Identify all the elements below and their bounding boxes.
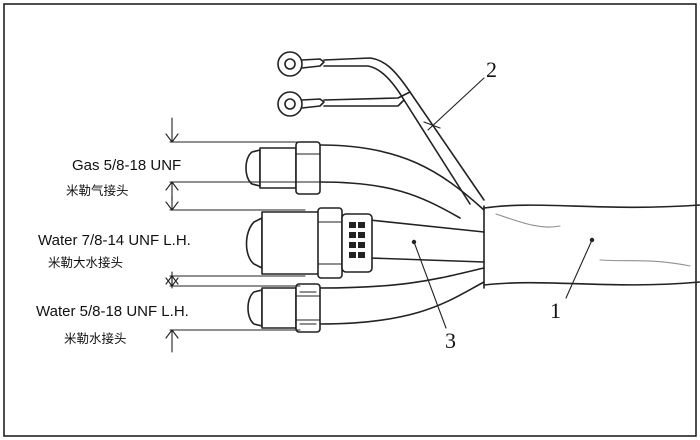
- cable-jacket: [483, 204, 700, 289]
- water-large-label-cn: 米勒大水接头: [48, 255, 123, 270]
- callout-2: 2: [427, 57, 497, 131]
- callout-1: 1: [550, 237, 595, 323]
- water-large-hose: [369, 219, 485, 263]
- water-large-fitting: [245, 207, 373, 279]
- dimension-lines: [165, 117, 306, 353]
- water-small-label-cn: 米勒水接头: [64, 331, 127, 346]
- water-large-label: Water 7/8-14 UNF L.H.: [38, 232, 191, 249]
- gas-fitting: [245, 141, 321, 195]
- gas-label: Gas 5/8-18 UNF: [72, 157, 181, 174]
- water-small-fitting: [247, 283, 321, 333]
- callout-3: 3: [411, 239, 456, 353]
- callout-number-3: 3: [445, 328, 456, 353]
- callout-number-1: 1: [550, 298, 561, 323]
- frame: [3, 3, 697, 437]
- ground-wires: [277, 51, 485, 205]
- callout-number-2: 2: [486, 57, 497, 82]
- water-small-label: Water 5/8-18 UNF L.H.: [36, 303, 189, 320]
- water-small-hose: [319, 267, 485, 325]
- gas-hose: [319, 144, 485, 219]
- gas-label-cn: 米勒气接头: [66, 183, 129, 198]
